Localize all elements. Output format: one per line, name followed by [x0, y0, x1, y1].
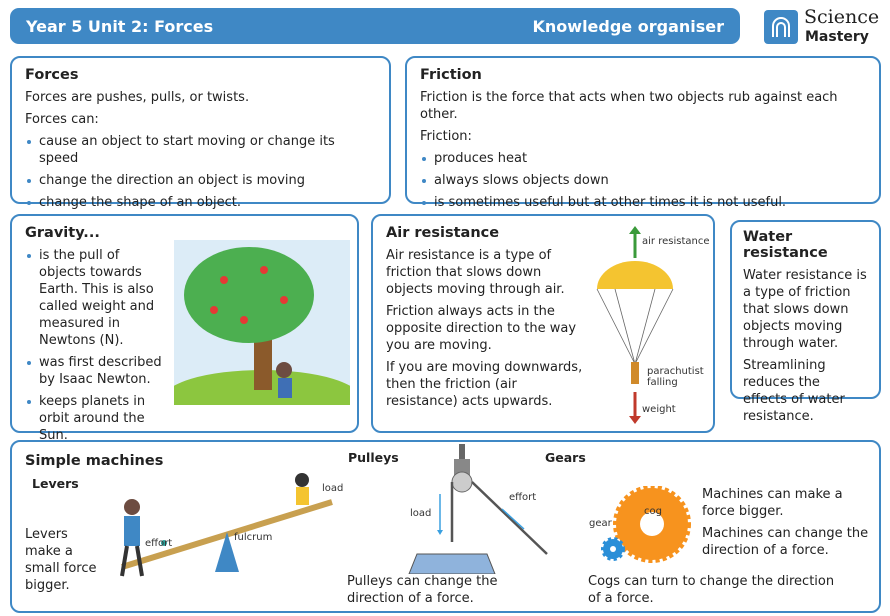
list-item: change the shape of an object. [25, 194, 376, 211]
friction-lead: Friction: [420, 129, 472, 144]
forces-lead: Forces can: [25, 112, 99, 127]
air-p1: Air resistance is a type of friction tha… [386, 248, 565, 297]
water-p1: Water resistance is a type of friction t… [743, 268, 867, 351]
pulley-illustration [408, 444, 548, 574]
air-resistance-label: air resistance [642, 236, 710, 247]
gravity-panel: Gravity... is the pull of objects toward… [10, 214, 359, 443]
list-item: change the direction an object is moving [25, 172, 376, 189]
lever-load-label: load [322, 483, 344, 494]
gears-p3: Cogs can turn to change the direction of… [588, 574, 835, 606]
air-resistance-panel: Air resistance Air resistance is a type … [371, 214, 715, 433]
levers-text: Levers make a small force bigger. [25, 527, 97, 593]
logo-text-science: Science [804, 6, 880, 28]
parachutist-label: parachutist falling [647, 366, 704, 388]
water-title: Water resistance [743, 229, 828, 261]
page-title: Year 5 Unit 2: Forces [26, 16, 214, 36]
parachute-illustration [596, 226, 674, 424]
forces-panel: Forces Forces are pushes, pulls, or twis… [10, 56, 391, 210]
apple-tree-illustration [174, 240, 350, 405]
pulleys-title: Pulleys [348, 450, 399, 465]
lever-illustration [120, 473, 333, 577]
forces-intro: Forces are pushes, pulls, or twists. [25, 90, 250, 105]
lever-effort-label: effort [145, 538, 173, 549]
pulley-load-label: load [410, 508, 432, 519]
gears-p2: Machines can change the direction of a f… [702, 526, 869, 558]
list-item: produces heat [420, 150, 866, 167]
gravity-title: Gravity... [25, 225, 100, 241]
list-item: always slows objects down [420, 172, 866, 189]
list-item: was first described by Isaac Newton. [25, 354, 165, 388]
friction-intro: Friction is the force that acts when two… [420, 90, 838, 122]
pulleys-text: Pulleys can change the direction of a fo… [347, 574, 498, 606]
air-p3: If you are moving downwards, then the fr… [386, 360, 583, 409]
forces-title: Forces [25, 67, 79, 83]
logo-text-mastery: Mastery [805, 29, 869, 45]
weight-label: weight [642, 404, 676, 415]
friction-panel: Friction Friction is the force that acts… [405, 56, 881, 210]
water-resistance-panel: Water resistance Water resistance is a t… [730, 220, 881, 424]
water-p2: Streamlining reduces the effects of wate… [743, 358, 845, 424]
header-bar: Year 5 Unit 2: Forces Knowledge organise… [10, 8, 740, 44]
logo-icon [764, 10, 798, 44]
air-p2: Friction always acts in the opposite dir… [386, 304, 577, 353]
list-item: keeps planets in orbit around the Sun. [25, 393, 165, 444]
levers-title: Levers [32, 476, 79, 491]
gears-title: Gears [545, 450, 586, 465]
machines-title: Simple machines [25, 453, 164, 469]
list-item: is the pull of objects towards Earth. Th… [25, 247, 165, 349]
gear-label: gear [589, 518, 612, 529]
gears-p1: Machines can make a force bigger. [702, 487, 843, 519]
pulley-effort-label: effort [509, 492, 537, 503]
simple-machines-panel: Simple machines Levers Levers make a sma… [10, 440, 881, 613]
air-title: Air resistance [386, 225, 500, 241]
list-item: cause an object to start moving or chang… [25, 133, 376, 167]
gears-illustration [601, 486, 691, 563]
page-subtitle: Knowledge organiser [532, 16, 725, 36]
cog-label: cog [644, 506, 662, 517]
lever-fulcrum-label: fulcrum [234, 532, 273, 543]
friction-title: Friction [420, 67, 482, 83]
list-item: is sometimes useful but at other times i… [420, 194, 866, 211]
